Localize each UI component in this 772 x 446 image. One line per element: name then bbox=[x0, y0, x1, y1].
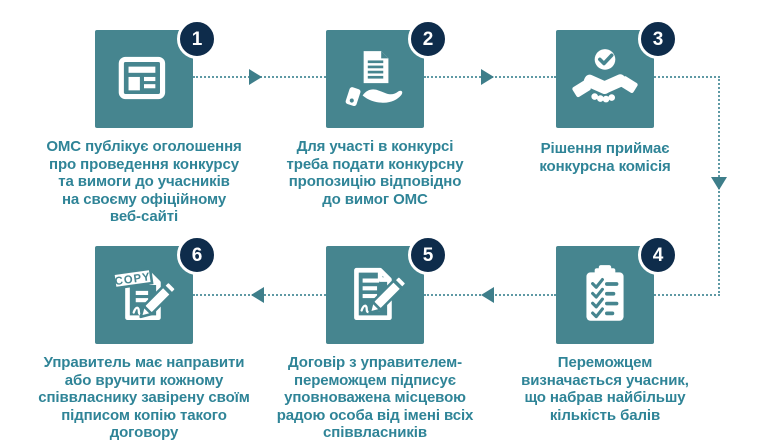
newspaper-icon bbox=[118, 56, 166, 100]
step-4-card: 4 bbox=[556, 235, 678, 344]
arrow-left-icon bbox=[481, 287, 494, 303]
step-5-number-badge: 5 bbox=[408, 235, 448, 275]
document-in-hand-icon bbox=[345, 51, 403, 107]
connector-elbow-step4 bbox=[654, 294, 720, 296]
checklist-clipboard-icon bbox=[586, 265, 624, 321]
step-3-card: 3 bbox=[556, 19, 678, 128]
step-number: 1 bbox=[191, 28, 203, 50]
step-number: 6 bbox=[191, 244, 203, 266]
step-1-number-badge: 1 bbox=[177, 19, 217, 59]
step-number: 4 bbox=[652, 244, 664, 266]
step-2-card: 2 bbox=[326, 19, 448, 128]
step-1-card: 1 bbox=[95, 19, 217, 128]
step-5-card: 5 bbox=[326, 235, 448, 344]
step-2-number-badge: 2 bbox=[408, 19, 448, 59]
arrow-left-icon bbox=[251, 287, 264, 303]
contract-copy-icon: COPY bbox=[111, 267, 177, 321]
step-number: 2 bbox=[422, 28, 434, 50]
arrow-right-icon bbox=[481, 69, 494, 85]
arrow-down-icon bbox=[711, 177, 727, 190]
connector-step3-elbow-top bbox=[654, 76, 720, 78]
step-6-description: Управитель має направити або вручити кож… bbox=[38, 354, 250, 441]
step-3-description: Рішення приймає конкурсна комісія bbox=[539, 140, 671, 175]
step-1-description: ОМС публікує оголошення про проведення к… bbox=[46, 138, 242, 225]
step-number: 3 bbox=[652, 28, 664, 50]
copy-stamp-label: COPY bbox=[114, 271, 152, 288]
step-2-description: Для участі в конкурсі треба подати конку… bbox=[286, 138, 464, 208]
step-number: 5 bbox=[422, 244, 434, 266]
step-5-description: Договір з управителем- переможцем підпис… bbox=[276, 354, 474, 441]
step-6-number-badge: 6 bbox=[177, 235, 217, 275]
handshake-approved-icon bbox=[572, 49, 638, 103]
step-4-number-badge: 4 bbox=[638, 235, 678, 275]
arrow-right-icon bbox=[249, 69, 262, 85]
step-4-description: Переможцем визначається учасник, що набр… bbox=[521, 354, 689, 424]
contract-signing-icon bbox=[354, 267, 408, 321]
step-6-card: COPY 6 bbox=[95, 235, 217, 344]
step-3-number-badge: 3 bbox=[638, 19, 678, 59]
